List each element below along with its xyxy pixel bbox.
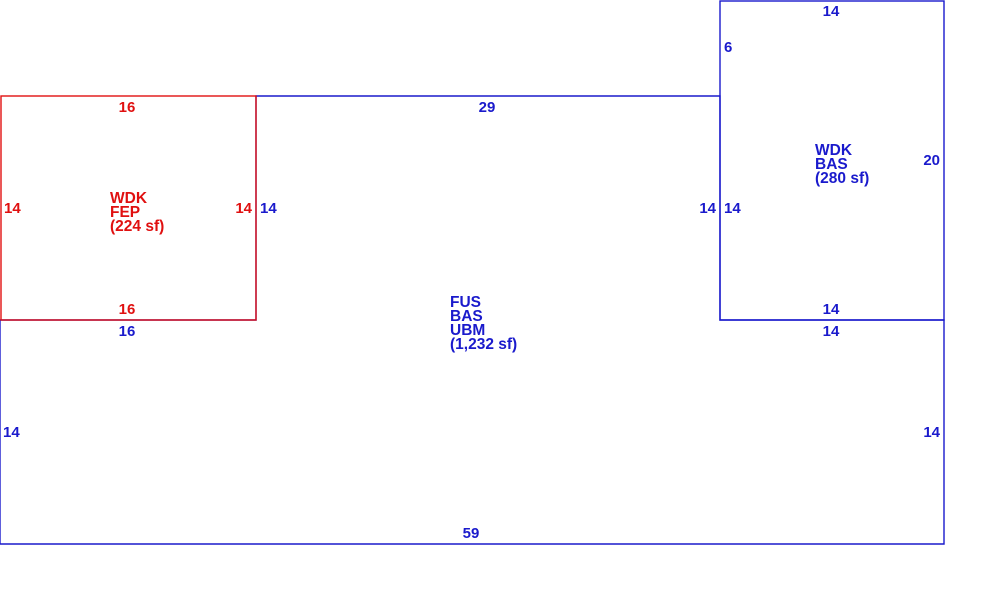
porch-dim-top: 16 [119,99,136,116]
main-dim-right-upper: 14 [699,200,716,217]
main-area-code-1: FUS [450,294,481,311]
deck-dim-bottom: 14 [823,301,840,318]
main-area-code-3: UBM [450,322,485,339]
porch-area-outline [0,95,257,321]
deck-dim-jog: 6 [724,39,732,56]
main-dim-left-upper: 14 [260,200,277,217]
deck-area-code-2: BAS [815,156,848,173]
deck-area-outline [719,0,945,321]
deck-area-code-1: WDK [815,142,853,159]
porch-area-size: (224 sf) [110,218,164,235]
deck-dim-left: 14 [724,200,741,217]
porch-dim-bottom: 16 [119,301,136,318]
deck-dim-top: 14 [823,3,840,20]
main-area-size: (1,232 sf) [450,336,517,353]
main-dim-step-left: 16 [119,323,136,340]
main-dim-bottom: 59 [463,525,480,542]
deck-dim-right: 20 [923,152,940,169]
porch-area-code-1: WDK [110,190,148,207]
porch-dim-left: 14 [4,200,21,217]
deck-area-size: (280 sf) [815,170,869,187]
main-dim-right-lower: 14 [923,424,940,441]
main-dim-step-right: 14 [823,323,840,340]
main-area-code-2: BAS [450,308,483,325]
main-dim-left-lower: 14 [3,424,20,441]
main-dim-top: 29 [479,99,496,116]
porch-area-code-2: FEP [110,204,140,221]
porch-dim-right: 14 [235,200,252,217]
